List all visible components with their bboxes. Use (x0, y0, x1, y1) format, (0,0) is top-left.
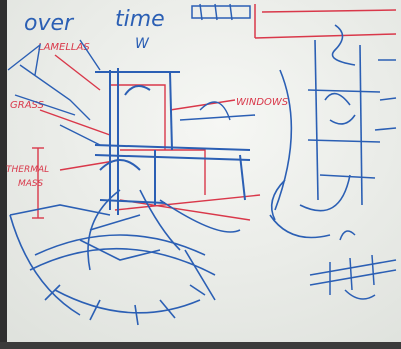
board-frame-bottom (0, 342, 401, 349)
label-grass: GRASS (10, 100, 45, 111)
label-thermal: THERMAL (6, 165, 49, 175)
heading-over: over (24, 11, 75, 36)
heading-sub: W (135, 36, 150, 52)
label-mass: MASS (18, 179, 43, 189)
label-windows: WINDOWS (236, 97, 289, 108)
heading-time: time (115, 7, 165, 32)
